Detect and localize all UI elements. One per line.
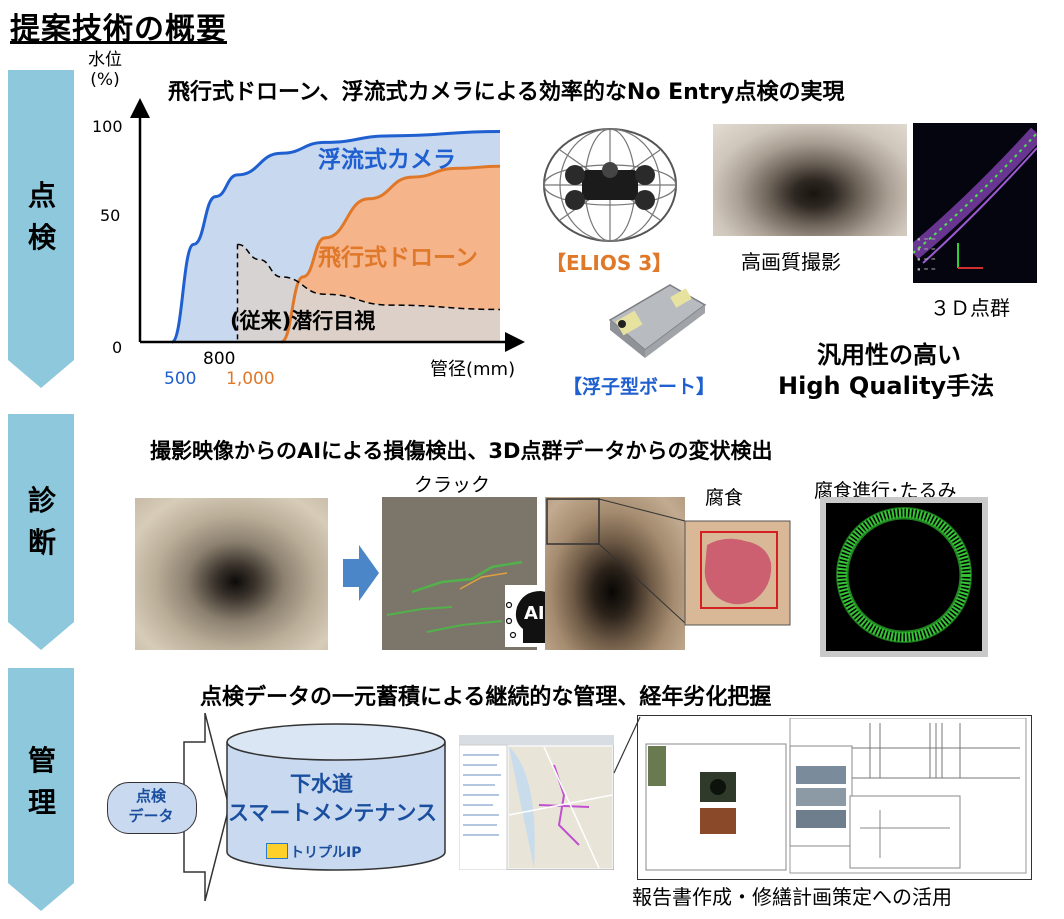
series-line-floating-camera — [170, 130, 501, 344]
report-caption: 報告書作成・修繕計画策定への活用 — [632, 885, 952, 909]
svg-text:▪ ━ ━: ▪ ━ ━ — [917, 266, 935, 273]
data-bubble-label: 点検データ — [128, 787, 174, 825]
progress-caption: 腐食進行･たるみ — [814, 480, 957, 502]
chart-xlabel: 管径(mm) — [430, 359, 516, 380]
chart-ylabel: 水位(%) — [88, 50, 122, 90]
boat-caption: 【浮子型ボート】 — [563, 376, 716, 398]
crack-caption: クラック — [414, 474, 491, 496]
page-title: 提案技術の概要 — [10, 12, 227, 47]
svg-text:▪ ━ ━: ▪ ━ ━ — [917, 256, 935, 263]
section-chevron-management — [8, 668, 74, 911]
x-tick-1000: 1,000 — [226, 369, 275, 389]
inspection-heading: 飛行式ドローン、浮流式カメラによる効率的なNo Entry点検の実現 — [168, 80, 845, 105]
slogan-line2: High Quality手法 — [778, 372, 995, 400]
section-chevron-diagnosis — [8, 414, 74, 650]
database-cylinder — [226, 723, 446, 871]
db-title-line1: 下水道 — [290, 772, 353, 796]
float-boat-image — [608, 284, 707, 358]
section-label-inspection: 点検 — [27, 179, 56, 254]
ai-badge: AI — [524, 603, 545, 624]
svg-text:▪ ━ ━: ▪ ━ ━ — [917, 246, 935, 253]
hq-photo-caption: 高画質撮影 — [741, 250, 841, 274]
corrosion-zoom-overlay — [546, 498, 791, 626]
diagnosis-heading: 撮影映像からのAIによる損傷検出、3D点群データからの変状検出 — [150, 439, 773, 463]
x-tick-800: 800 — [203, 349, 236, 369]
pipe-video-photo — [135, 498, 328, 650]
triple-ip-logo-icon — [266, 843, 288, 859]
svg-text:▪ ━ ━: ▪ ━ ━ — [917, 236, 935, 243]
process-arrow — [343, 545, 379, 601]
triple-ip-logo-text: トリプルIP — [290, 845, 362, 861]
report-callout-line — [613, 716, 641, 774]
corrosion-caption: 腐食 — [705, 487, 744, 509]
slogan-line1: 汎用性の高い — [817, 341, 961, 369]
pointcloud-image: ▪ ━ ━ ▪ ━ ━ ▪ ━ ━ ▪ ━ ━ — [913, 123, 1037, 283]
section-label-diagnosis: 診断 — [27, 484, 56, 559]
y-tick-50: 50 — [100, 206, 121, 225]
x-tick-500: 500 — [164, 369, 197, 389]
series-line-conventional — [237, 243, 501, 311]
corrosion-pipe-photo — [545, 497, 685, 650]
y-tick-0: 0 — [112, 338, 123, 357]
pointcloud-caption: ３Ｄ点群 — [930, 296, 1010, 320]
inspection-data-bubble — [107, 782, 197, 834]
series-area-conventional — [237, 244, 500, 342]
series-label-flying-drone: 飛行式ドローン — [318, 245, 478, 271]
map-screenshot — [459, 735, 614, 870]
db-title-line2: スマートメンテナンス — [228, 801, 437, 825]
section-label-management: 管理 — [27, 744, 56, 819]
elios-drone-image — [543, 128, 677, 242]
series-line-flying-drone — [280, 164, 501, 344]
water-level-chart — [130, 98, 525, 352]
deformation-pointcloud-image — [820, 497, 988, 657]
management-heading: 点検データの一元蓄積による継続的な管理、経年劣化把握 — [200, 685, 772, 710]
input-arrow — [183, 712, 230, 902]
series-label-conventional: (従来)潜行目視 — [230, 309, 376, 333]
elios-caption: 【ELIOS 3】 — [546, 251, 673, 275]
section-chevron-inspection — [8, 70, 74, 388]
high-quality-pipe-photo — [713, 124, 907, 236]
series-label-floating-camera: 浮流式カメラ — [318, 147, 456, 173]
report-documents — [645, 718, 1027, 874]
y-tick-100: 100 — [92, 117, 123, 136]
